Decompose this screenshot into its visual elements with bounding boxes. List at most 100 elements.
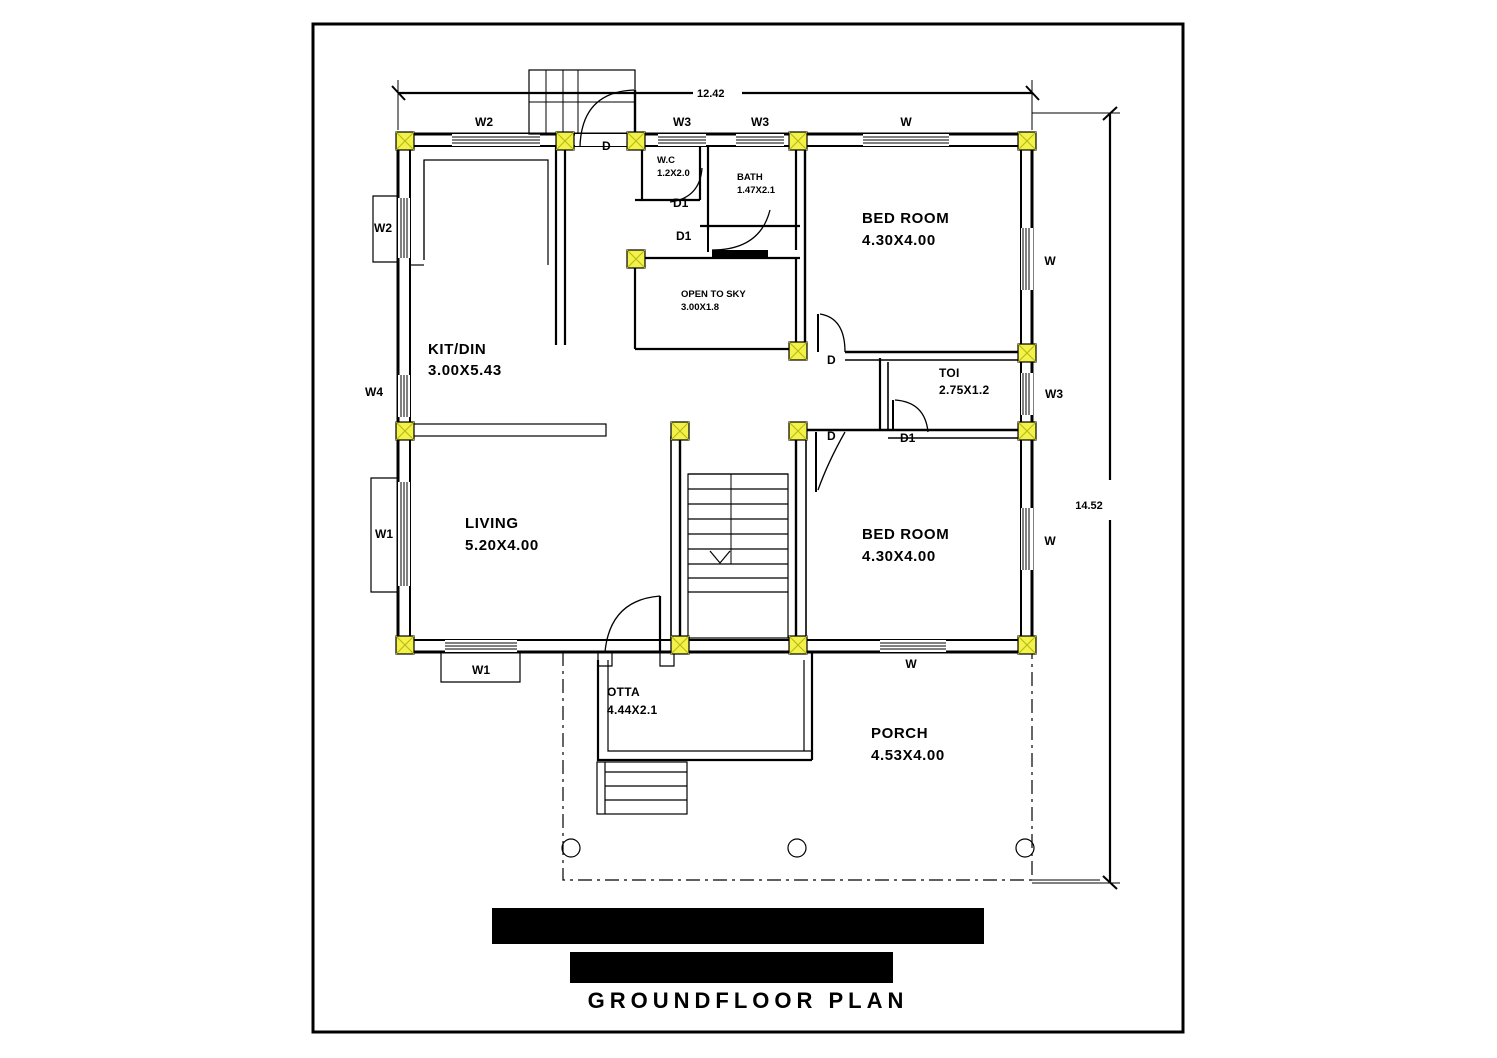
window-tag-w3-top-a: W3 xyxy=(673,115,691,129)
window-left-w4: W4 xyxy=(365,375,410,417)
column xyxy=(670,635,690,655)
door-bedroom2-d: D xyxy=(815,429,846,492)
column xyxy=(1017,131,1037,151)
window-tag-w1-bottom: W1 xyxy=(472,663,490,677)
sheet-border xyxy=(311,22,1185,1034)
window-tag-w-right-top: W xyxy=(1044,254,1056,268)
window-right-w3: W3 xyxy=(1021,373,1063,415)
room-label-kit-din: KIT/DIN 3.00X5.43 xyxy=(428,341,502,379)
living-name: LIVING xyxy=(465,515,519,532)
interior-wall-stair-left xyxy=(670,424,682,652)
door-bedroom1-d: D xyxy=(817,313,846,367)
bed1-size: 4.30X4.00 xyxy=(862,232,936,249)
window-bottom-w1-bay: W1 xyxy=(440,640,521,683)
window-left-w2-bay: W2 xyxy=(372,195,410,263)
door-bath-d1: D1 xyxy=(676,209,771,257)
room-label-open-to-sky: OPEN TO SKY 3.00X1.8 xyxy=(681,289,746,313)
redacted-bar-2 xyxy=(570,952,893,983)
porch-column-left xyxy=(561,838,581,858)
page-title: GROUNDFLOOR PLAN xyxy=(588,988,909,1013)
redacted-bar-1 xyxy=(492,908,984,944)
column xyxy=(626,131,646,151)
window-right-w-bottom: W xyxy=(1021,508,1056,570)
door-toi-d1: D1 xyxy=(892,399,929,445)
door-tag-bath: D1 xyxy=(676,229,692,243)
window-tag-w2-left: W2 xyxy=(374,221,392,235)
window-tag-w-right-bottom: W xyxy=(1044,534,1056,548)
window-top-w3-b: W3 xyxy=(736,115,784,146)
room-label-bath: BATH 1.47X2.1 xyxy=(737,172,776,196)
structural-columns xyxy=(395,131,1037,655)
kitchen-counter xyxy=(410,159,549,266)
column xyxy=(788,131,808,151)
door-main-d: D xyxy=(575,89,637,153)
staircase xyxy=(687,473,789,639)
porch-column-center xyxy=(787,838,807,858)
window-bottom-w: W xyxy=(880,640,946,671)
column xyxy=(788,421,808,441)
column xyxy=(1017,343,1037,363)
room-label-bedroom2: BED ROOM 4.30X4.00 xyxy=(862,526,949,565)
column xyxy=(555,131,575,151)
room-label-living: LIVING 5.20X4.00 xyxy=(465,515,539,554)
column xyxy=(788,635,808,655)
toi-name: TOI xyxy=(939,366,960,380)
window-left-w1-bay: W1 xyxy=(370,477,410,593)
window-right-w-top: W xyxy=(1021,228,1056,290)
door-tag-bedroom1: D xyxy=(827,353,836,367)
column xyxy=(1017,421,1037,441)
column xyxy=(395,421,415,441)
door-wc-d1: D1 xyxy=(669,166,703,210)
column xyxy=(670,421,690,441)
toi-size: 2.75X1.2 xyxy=(939,383,989,397)
room-label-porch: PORCH 4.53X4.00 xyxy=(871,725,944,764)
door-living-entry xyxy=(597,595,675,667)
ots-name: OPEN TO SKY xyxy=(681,289,746,300)
right-dimension: 14.52 xyxy=(1032,106,1120,890)
window-tag-w4-left: W4 xyxy=(365,385,383,399)
living-size: 5.20X4.00 xyxy=(465,537,539,554)
top-dimension-value: 12.42 xyxy=(697,88,725,100)
interior-wall-bedroom1-left xyxy=(803,146,807,360)
window-top-w3-a: W3 xyxy=(658,115,706,146)
porch-columns xyxy=(561,838,1035,858)
entry-step xyxy=(528,69,636,135)
door-tag-main: D xyxy=(602,139,611,153)
porch-boundary xyxy=(562,652,1033,881)
bath-walls xyxy=(700,146,800,250)
ots-size: 3.00X1.8 xyxy=(681,302,719,313)
kitchen-counter-lower xyxy=(409,423,607,437)
bed2-size: 4.30X4.00 xyxy=(862,548,936,565)
kit-din-size: 3.00X5.43 xyxy=(428,362,502,379)
column xyxy=(1017,635,1037,655)
right-dimension-value: 14.52 xyxy=(1075,500,1103,512)
window-top-w: W xyxy=(863,115,949,146)
room-label-bedroom1: BED ROOM 4.30X4.00 xyxy=(862,210,949,249)
door-tag-wc: D1 xyxy=(673,196,689,210)
interior-wall-kitchen-right xyxy=(554,146,567,345)
room-label-toi: TOI 2.75X1.2 xyxy=(939,366,989,397)
otta-size: 4.44X2.1 xyxy=(607,703,657,717)
window-tag-w3-top-b: W3 xyxy=(751,115,769,129)
bath-size: 1.47X2.1 xyxy=(737,185,776,196)
wc-size: 1.2X2.0 xyxy=(657,168,690,179)
bed2-name: BED ROOM xyxy=(862,526,949,543)
column xyxy=(395,131,415,151)
kit-din-name: KIT/DIN xyxy=(428,341,486,358)
bed1-name: BED ROOM xyxy=(862,210,949,227)
interior-wall-stair-right xyxy=(794,424,807,652)
open-to-sky-walls xyxy=(633,256,805,351)
column xyxy=(788,341,808,361)
column xyxy=(395,635,415,655)
door-tag-bedroom2: D xyxy=(827,429,836,443)
window-tag-w-bottom: W xyxy=(905,657,917,671)
column xyxy=(626,249,646,269)
otta-walls xyxy=(596,652,814,762)
wc-name: W.C xyxy=(657,155,675,166)
window-top-w2: W2 xyxy=(452,115,540,146)
porch-name: PORCH xyxy=(871,725,928,742)
door-tag-toi: D1 xyxy=(900,431,916,445)
otta-steps xyxy=(596,761,688,815)
